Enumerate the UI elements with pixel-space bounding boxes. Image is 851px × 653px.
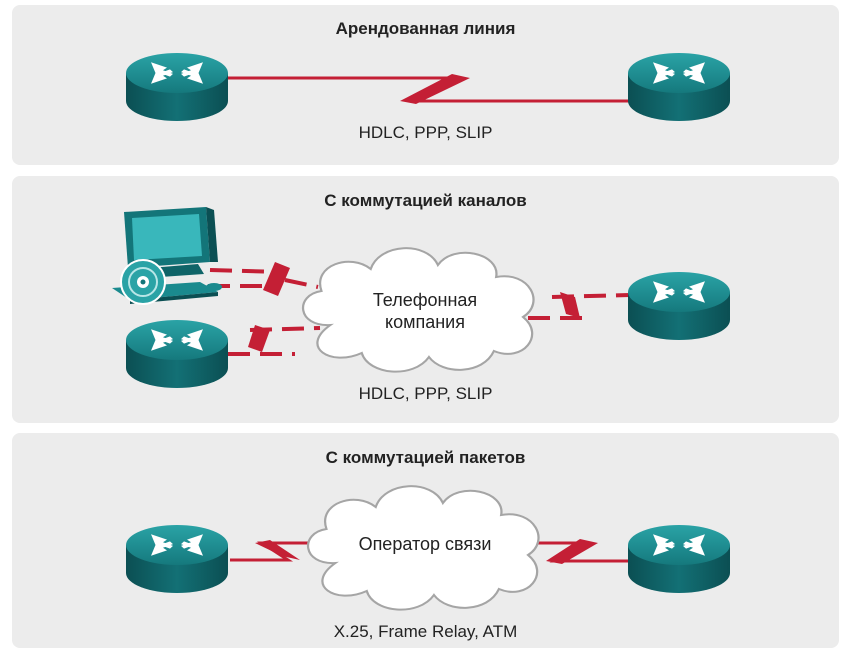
router-icon [628,272,730,340]
router-icon [126,525,228,593]
packet-switched-link [230,539,628,564]
leased-line-link [225,74,636,104]
leased-line-title: Арендованная линия [335,19,516,38]
packet-switched-protocols: X.25, Frame Relay, ATM [333,622,518,641]
telephone-company-label-line1: Телефонная [372,290,478,310]
circuit-switched-link [248,262,580,352]
carrier-label: Оператор связи [358,534,492,554]
leased-line-protocols: HDLC, PPP, SLIP [358,123,493,142]
circuit-switched-protocols: HDLC, PPP, SLIP [358,384,493,403]
circuit-switched-title: С коммутацией каналов [324,191,527,210]
telephone-company-label-line2: компания [385,312,465,332]
computer-icon [112,207,222,305]
telephone-company-label: Телефонная компания [340,289,510,333]
router-icon [126,53,228,121]
router-icon [628,53,730,121]
router-icon [628,525,730,593]
packet-switched-title: С коммутацией пакетов [325,448,526,467]
router-icon [126,320,228,388]
